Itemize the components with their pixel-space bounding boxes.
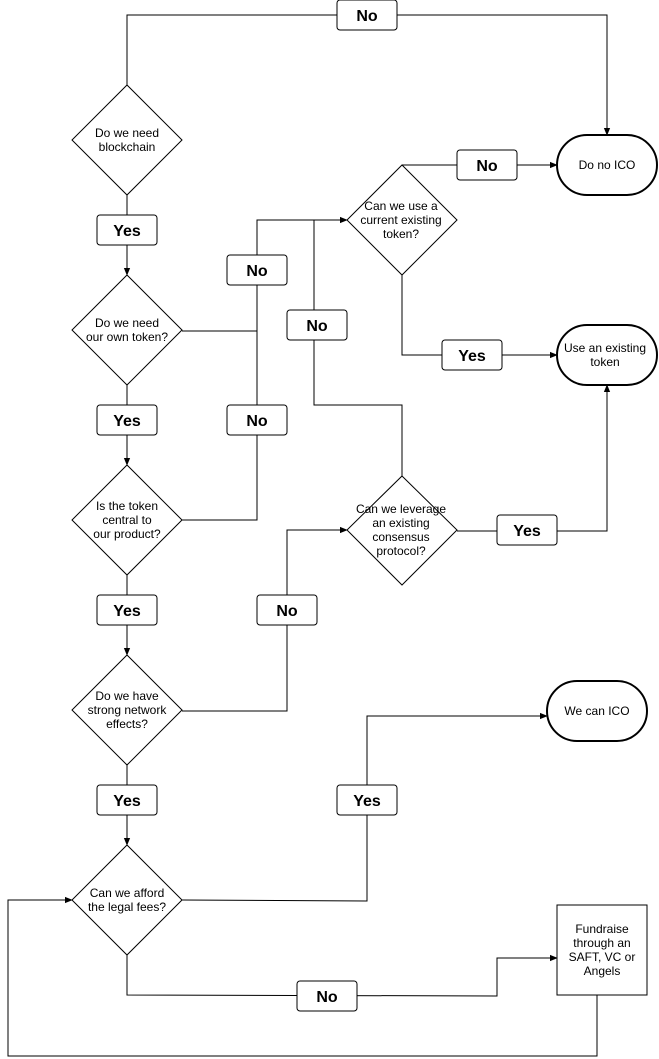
label-yes-blockchain: Yes [96,214,158,246]
node-text-line: SAFT, VC or [569,950,636,964]
node-text-line: Is the token [96,499,158,513]
node-text-line: token [590,355,619,369]
node-text-line: token? [383,227,419,241]
label-yes-blockchain-text: Yes [113,223,141,240]
node-text-line: Angels [584,964,621,978]
label-no-leverage-text: No [306,318,328,335]
label-yes-leverage: Yes [496,514,558,546]
terminal-we-can-ico: We can ICO [546,680,648,742]
node-text-line: Do we have [95,689,159,703]
label-yes-network-text: Yes [113,793,141,810]
label-yes-central: Yes [96,594,158,626]
label-yes-own-token: Yes [96,404,158,436]
node-text-line: Do we need [95,316,159,330]
node-text-line: Can we leverage [356,502,446,516]
label-no-central: No [226,404,288,436]
node-text-line: effects? [106,717,148,731]
node-text-line: strong network [88,703,168,717]
terminal-do-no-ico: Do no ICO [556,134,658,196]
label-yes-own-token-text: Yes [113,413,141,430]
edge-legal-no [126,954,558,997]
node-text-line: Can we use a [364,199,438,213]
label-no-legal-text: No [316,989,338,1006]
label-no-own-token-text: No [246,263,268,280]
label-yes-use-token-text: Yes [458,348,486,365]
label-no-use-token: No [456,149,518,181]
label-no-top-text: No [356,8,378,25]
node-text-line: Fundraise [575,922,629,936]
node-text-line: current existing [360,213,441,227]
label-no-network: No [256,594,318,626]
node-text-line: Use an existing [564,341,646,355]
node-text-line: consensus [372,530,429,544]
node-text-line: central to [102,513,152,527]
label-no-leverage: No [286,309,348,341]
terminal-do-no-ico-text: Do no ICO [579,158,636,172]
node-text-line: our own token? [86,330,168,344]
label-yes-network: Yes [96,784,158,816]
label-yes-legal: Yes [336,784,398,816]
label-no-use-token-text: No [476,158,498,175]
node-text-line: Can we afford [90,886,165,900]
label-no-top: No [336,0,398,31]
edge-central-no [182,331,258,521]
label-yes-leverage-text: Yes [513,523,541,540]
label-no-own-token: No [226,254,288,286]
terminal-we-can-ico-text: We can ICO [564,704,629,718]
label-no-network-text: No [276,603,298,620]
node-text-line: the legal fees? [88,900,166,914]
edge-fundraise-loop [7,896,598,1057]
node-text-line: We can ICO [564,704,629,718]
node-text-line: Do no ICO [579,158,636,172]
node-text-line: Do we need [95,126,159,140]
node-text-line: through an [573,936,630,950]
edge-leverage-yes [457,384,611,532]
node-text-line: blockchain [99,140,156,154]
edge-use-token-yes [401,275,558,359]
edge-blockchain-no [126,14,611,136]
label-yes-central-text: Yes [113,603,141,620]
label-no-legal: No [296,980,358,1012]
label-yes-use-token: Yes [441,339,503,371]
node-text-line: an existing [372,516,429,530]
label-yes-legal-text: Yes [353,793,381,810]
node-text-line: our product? [93,527,161,541]
label-no-central-text: No [246,413,268,430]
node-text-line: protocol? [376,544,426,558]
